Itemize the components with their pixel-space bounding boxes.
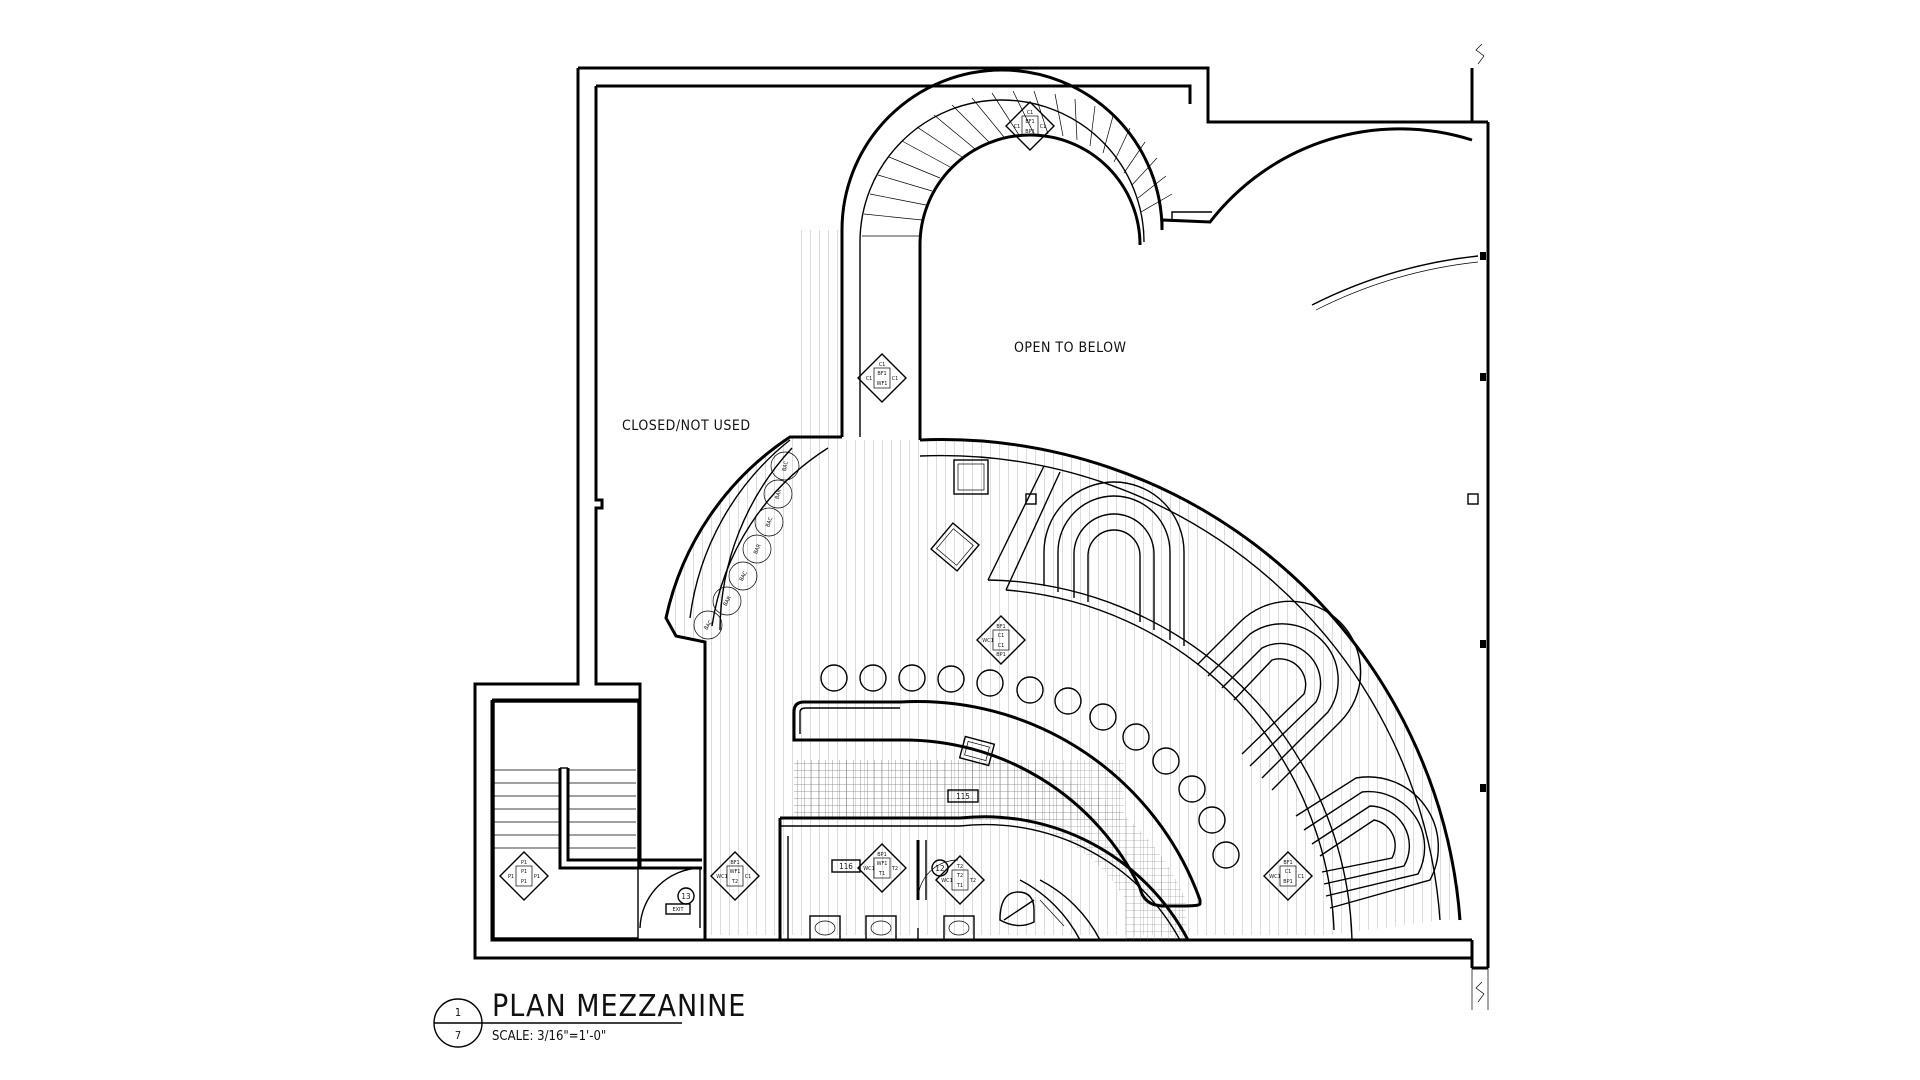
svg-text:WF1: WF1 bbox=[730, 869, 741, 875]
svg-text:BF1: BF1 bbox=[1025, 119, 1034, 125]
bar-stools bbox=[820, 664, 1240, 869]
svg-text:C1: C1 bbox=[1014, 124, 1021, 130]
svg-text:C1: C1 bbox=[1040, 124, 1047, 130]
svg-text:P1: P1 bbox=[521, 869, 527, 875]
svg-text:WC1: WC1 bbox=[1269, 874, 1281, 880]
exit-sign: EXIT bbox=[673, 907, 685, 913]
svg-text:C1: C1 bbox=[1285, 869, 1292, 875]
title-block: 1 7 PLAN MEZZANINE SCALE: 3/16"=1'-0" bbox=[433, 989, 746, 1048]
svg-text:C1: C1 bbox=[998, 643, 1005, 649]
booth-tag-5: BAC bbox=[754, 507, 784, 537]
svg-text:BP1: BP1 bbox=[1283, 879, 1293, 885]
door-13-tag: 13 bbox=[681, 892, 690, 901]
svg-text:C1: C1 bbox=[998, 633, 1005, 639]
room-116-label: 116 bbox=[839, 862, 853, 871]
svg-text:WC1: WC1 bbox=[716, 874, 728, 880]
svg-text:T2: T2 bbox=[956, 873, 963, 879]
finish-tag-stair-top: C1 BF1 C1 BP1 C1 bbox=[1005, 101, 1055, 151]
svg-text:BAC: BAC bbox=[765, 516, 774, 528]
detail-number: 1 bbox=[455, 1006, 461, 1019]
lounge-chairs bbox=[930, 459, 989, 572]
booth-tag-3: BAC bbox=[728, 561, 758, 591]
svg-text:WF1: WF1 bbox=[877, 861, 888, 867]
svg-text:BAR: BAR bbox=[753, 543, 763, 555]
svg-text:WC1: WC1 bbox=[941, 878, 953, 884]
svg-text:P1: P1 bbox=[508, 874, 514, 880]
svg-text:P1: P1 bbox=[521, 879, 527, 885]
svg-text:P1: P1 bbox=[534, 874, 540, 880]
svg-text:C1: C1 bbox=[745, 874, 752, 880]
svg-text:WF1: WF1 bbox=[877, 381, 888, 387]
svg-text:C1: C1 bbox=[866, 376, 873, 382]
open-to-below-label: OPEN TO BELOW bbox=[1014, 340, 1127, 356]
finish-tag-landing: P1 P1 P1 P1 P1 bbox=[499, 851, 549, 901]
svg-text:WC1: WC1 bbox=[863, 866, 875, 872]
svg-text:C1: C1 bbox=[892, 376, 899, 382]
svg-text:BAC: BAC bbox=[739, 570, 749, 582]
finish-tag-corridor: C1 BF1 C1 C1 WF1 bbox=[857, 353, 907, 403]
bar-counter: 115 bbox=[780, 699, 1202, 941]
svg-text:T2: T2 bbox=[956, 864, 963, 870]
svg-text:T1: T1 bbox=[878, 871, 885, 877]
drawing-title: PLAN MEZZANINE bbox=[492, 989, 746, 1024]
finish-tag-room-116: BP1 WC1 WF1 T2 T1 bbox=[857, 843, 907, 893]
svg-text:BAR: BAR bbox=[723, 595, 734, 607]
curved-booths bbox=[987, 465, 1440, 941]
svg-text:BP1: BP1 bbox=[996, 652, 1006, 658]
svg-text:BAR: BAR bbox=[775, 488, 784, 500]
svg-text:BP1: BP1 bbox=[1025, 129, 1035, 135]
left-booth-bench: BAC BAR BAC BAR BAC BAR BAC bbox=[689, 439, 829, 640]
room-115-label: 115 bbox=[956, 792, 970, 801]
back-rooms: 116 12 bbox=[778, 818, 1101, 941]
svg-text:C1: C1 bbox=[1298, 874, 1305, 880]
svg-text:BAC: BAC bbox=[703, 619, 714, 631]
finish-tag-vestibule: BF1 WC1 WF1 C1 T2 bbox=[710, 851, 760, 901]
booth-tag-4: BAR bbox=[742, 534, 772, 564]
stair-treads bbox=[494, 769, 636, 849]
closed-not-used-label: CLOSED/NOT USED bbox=[622, 418, 751, 434]
booth-tag-2: BAR bbox=[712, 586, 742, 616]
svg-text:BF1: BF1 bbox=[730, 860, 739, 866]
svg-text:BF1: BF1 bbox=[1283, 860, 1292, 866]
mezzanine-edges bbox=[664, 68, 1479, 940]
svg-text:WC1: WC1 bbox=[982, 638, 994, 644]
svg-text:BAC: BAC bbox=[782, 460, 790, 472]
finish-tag-room-12: T2 WC1 T2 T2 T1 bbox=[935, 855, 985, 905]
curved-stair-treads bbox=[862, 90, 1173, 237]
mezzanine-floor bbox=[665, 230, 1462, 935]
svg-text:P1: P1 bbox=[521, 860, 527, 866]
finish-tags: C1 BF1 C1 BP1 C1 C1 BF1 C1 C1 WF1 BF1 WC… bbox=[499, 101, 1313, 905]
svg-text:BP1: BP1 bbox=[877, 852, 887, 858]
svg-text:C1: C1 bbox=[879, 362, 886, 368]
svg-text:C1: C1 bbox=[1027, 110, 1034, 116]
svg-text:BF1: BF1 bbox=[996, 624, 1005, 630]
svg-text:T2: T2 bbox=[969, 878, 976, 884]
sheet-number: 7 bbox=[455, 1029, 461, 1042]
finish-tag-bar-front: BF1 WC1 C1 C1 BP1 bbox=[976, 615, 1026, 665]
stair-tower bbox=[490, 698, 702, 940]
svg-text:T2: T2 bbox=[891, 866, 898, 872]
svg-text:T1: T1 bbox=[956, 883, 963, 889]
drawing-scale: SCALE: 3/16"=1'-0" bbox=[492, 1029, 606, 1044]
booth-tag-1: BAC bbox=[693, 610, 723, 640]
booth-tag-7: BAC bbox=[770, 451, 800, 481]
svg-text:BF1: BF1 bbox=[877, 371, 886, 377]
svg-text:T2: T2 bbox=[731, 879, 738, 885]
exit-door: EXIT 13 bbox=[639, 867, 701, 929]
finish-tag-booths: BF1 WC1 C1 C1 BP1 bbox=[1263, 851, 1313, 901]
booth-tag-6: BAR bbox=[763, 479, 793, 509]
door-12-tag: 12 bbox=[935, 864, 944, 873]
